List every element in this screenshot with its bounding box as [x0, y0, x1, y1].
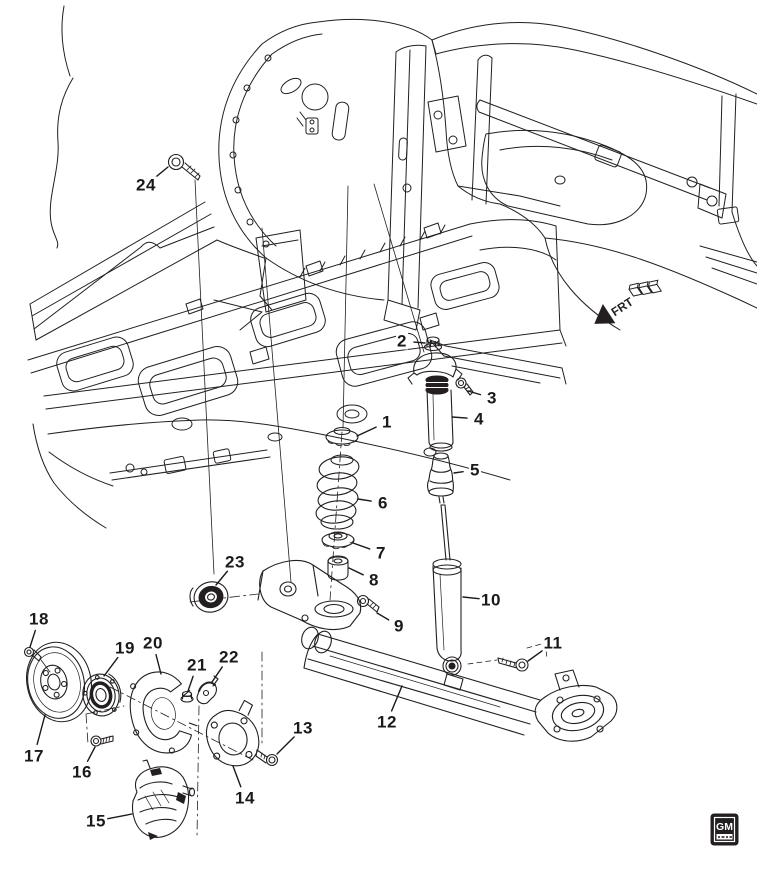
- callout-leader-10: [462, 596, 480, 600]
- frt-label: FRT: [609, 294, 637, 319]
- part-brake-rotor: [26, 641, 92, 723]
- callout-leader-lines: [29, 166, 544, 820]
- part-jounce-bumper: [427, 452, 454, 504]
- part-brake-backing-plate: [129, 671, 198, 754]
- callout-8-coil-spring-lower-spacer: 8: [368, 570, 380, 590]
- part-axle-beam: [257, 559, 618, 742]
- d-pillar: [383, 44, 427, 331]
- callout-9-spring-seat-bolt: 9: [393, 616, 405, 636]
- body-tear-edge: [49, 5, 74, 249]
- callout-5-jounce-bumper: 5: [469, 460, 481, 480]
- rear-quarter-upper: [317, 18, 757, 207]
- callout-leader-16: [86, 746, 96, 763]
- callout-2-shock-absorber-upper-nut: 2: [396, 331, 408, 351]
- callout-10-rear-shock-absorber: 10: [480, 590, 502, 610]
- part-hub-mounting-bracket: [205, 699, 260, 767]
- callout-23-trailing-arm-bushing: 23: [224, 552, 246, 572]
- callout-leader-21: [187, 675, 194, 692]
- part-upper-mount-bolt: [455, 377, 474, 396]
- callout-leader-4: [451, 416, 468, 419]
- callout-leader-9: [376, 612, 390, 621]
- callout-11-shock-absorber-lower-bolt: 11: [542, 633, 564, 653]
- callout-15-brake-caliper: 15: [85, 811, 107, 831]
- callout-21-park-brake-lever-nut: 21: [186, 655, 208, 675]
- callout-leader-14: [232, 765, 242, 788]
- callout-leader-2: [413, 341, 426, 344]
- locator-lines: [40, 179, 548, 839]
- callout-leader-20: [155, 653, 162, 675]
- part-rotor-screw: [23, 646, 42, 662]
- part-spring-lower-spacer: [327, 555, 349, 581]
- left-rocker-panel: [29, 201, 265, 341]
- callout-leader-5: [453, 470, 464, 474]
- part-wheel-hub-bearing: [82, 673, 122, 717]
- callout-12-rear-axle-beam: 12: [376, 712, 398, 732]
- part-brake-caliper: [131, 759, 196, 840]
- part-bracket-bolt: [255, 749, 279, 767]
- callout-4-shock-absorber-dust-tube: 4: [473, 409, 485, 429]
- part-park-brake-lever: [196, 675, 219, 705]
- callout-19-wheel-hub-bearing: 19: [114, 638, 136, 658]
- part-spring-lower-insulator: [321, 531, 355, 550]
- part-trailing-arm-bushing-bolt: [167, 153, 201, 181]
- callout-1-coil-spring-upper-insulator: 1: [381, 412, 393, 432]
- wheel-arch: [213, 21, 385, 331]
- callout-leader-7: [352, 542, 371, 550]
- callout-leader-13: [276, 735, 296, 755]
- callout-leader-22: [211, 666, 223, 683]
- callout-18-rotor-retaining-screw: 18: [28, 609, 50, 629]
- gm-logo: GM: [710, 813, 739, 846]
- callout-leader-18: [29, 629, 37, 648]
- callout-3-upper-mount-bolt: 3: [486, 388, 498, 408]
- callout-13-brake-bracket-bolt: 13: [292, 718, 314, 738]
- callout-7-coil-spring-lower-insulator: 7: [375, 543, 387, 563]
- callout-22-park-brake-actuator-lever: 22: [218, 647, 240, 667]
- callout-leader-6: [357, 498, 372, 502]
- callout-leader-15: [107, 813, 133, 820]
- vehicle-underbody: [27, 5, 757, 839]
- right-rocker-panel: [429, 339, 567, 385]
- part-coil-spring: [315, 454, 360, 530]
- callout-leader-23: [215, 570, 229, 586]
- callout-16-hub-mounting-bolt: 16: [71, 762, 93, 782]
- callout-leader-1: [356, 426, 377, 437]
- part-shock-dust-tube: [426, 389, 454, 452]
- part-shock-upper-nut: [423, 336, 443, 352]
- gm-logo-text: GM: [716, 821, 733, 833]
- frt-arrowhead-icon: [594, 303, 616, 324]
- callout-14-hub-mounting-bracket: 14: [234, 788, 256, 808]
- callout-leader-19: [103, 656, 119, 677]
- part-hub-bolt: [90, 735, 114, 747]
- part-spring-seat-bolt: [356, 594, 380, 613]
- callout-leader-24: [154, 166, 169, 179]
- part-spring-upper-insulator: [325, 426, 359, 447]
- callout-17-brake-rotor: 17: [23, 746, 45, 766]
- callout-leader-17: [36, 714, 46, 746]
- part-shock-upper-mount: [407, 352, 463, 395]
- part-shock-absorber: [432, 504, 462, 676]
- floor-pan: [27, 219, 567, 529]
- rear-bumper-beam: [476, 99, 727, 219]
- callout-leader-11: [527, 649, 544, 662]
- callout-leader-8: [348, 567, 364, 576]
- callout-leader-3: [467, 390, 482, 396]
- callout-24-trailing-arm-bushing-bolt: 24: [135, 175, 157, 195]
- callout-20-brake-backing-plate: 20: [142, 633, 164, 653]
- part-park-brake-nut: [180, 690, 194, 703]
- frt-direction-indicator: FRT: [594, 279, 663, 324]
- callout-6-rear-coil-spring: 6: [377, 493, 389, 513]
- callout-leader-12: [390, 685, 403, 712]
- part-shock-lower-bolt: [497, 657, 529, 672]
- part-trailing-arm-bushing: [189, 581, 229, 613]
